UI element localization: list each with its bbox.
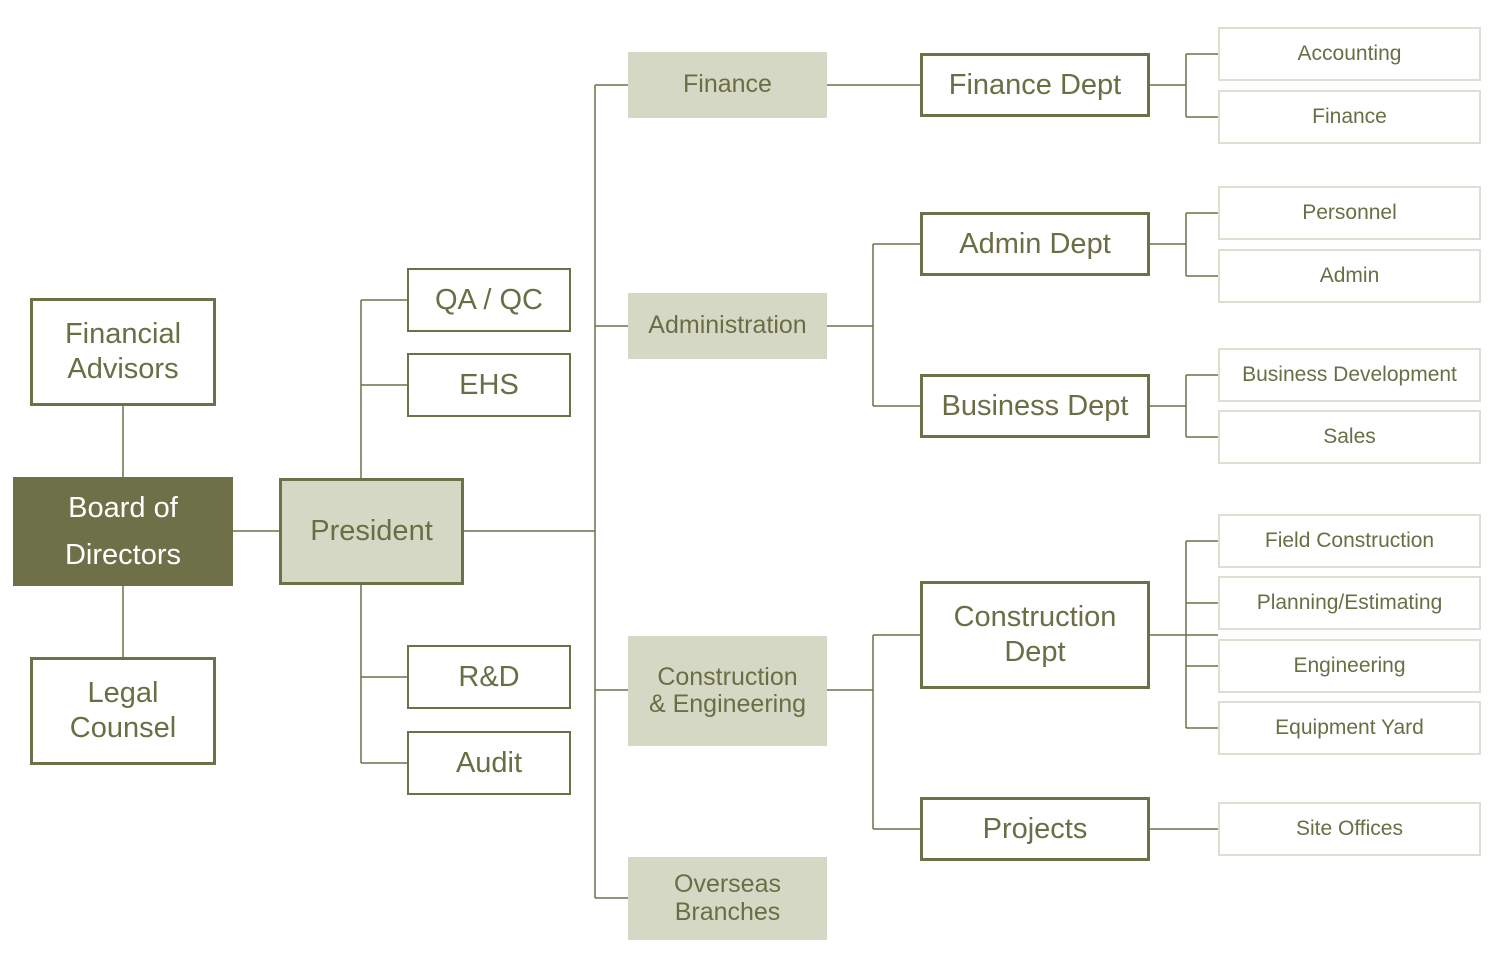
node-construction-engineering: Construction & Engineering xyxy=(628,636,827,746)
node-administration: Administration xyxy=(628,293,827,359)
node-admin: Admin xyxy=(1218,249,1481,303)
node-site-offices: Site Offices xyxy=(1218,802,1481,856)
node-legal-counsel: Legal Counsel xyxy=(30,657,216,765)
node-rnd: R&D xyxy=(407,645,571,709)
node-finance-unit: Finance xyxy=(1218,90,1481,144)
node-business-development: Business Development xyxy=(1218,348,1481,402)
node-personnel: Personnel xyxy=(1218,186,1481,240)
node-accounting: Accounting xyxy=(1218,27,1481,81)
node-field-construction: Field Construction xyxy=(1218,514,1481,568)
node-qa-qc: QA / QC xyxy=(407,268,571,332)
node-construction-dept: Construction Dept xyxy=(920,581,1150,689)
node-finance-dept: Finance Dept xyxy=(920,53,1150,117)
node-sales: Sales xyxy=(1218,410,1481,464)
node-president: President xyxy=(279,478,464,585)
node-admin-dept: Admin Dept xyxy=(920,212,1150,276)
node-financial-advisors: Financial Advisors xyxy=(30,298,216,406)
node-overseas-branches: Overseas Branches xyxy=(628,857,827,940)
node-equipment-yard: Equipment Yard xyxy=(1218,701,1481,755)
node-planning-estimating: Planning/Estimating xyxy=(1218,576,1481,630)
node-business-dept: Business Dept xyxy=(920,374,1150,438)
node-engineering: Engineering xyxy=(1218,639,1481,693)
node-board-of-directors: Board of Directors xyxy=(13,477,233,586)
node-finance: Finance xyxy=(628,52,827,118)
node-projects: Projects xyxy=(920,797,1150,861)
node-ehs: EHS xyxy=(407,353,571,417)
node-audit: Audit xyxy=(407,731,571,795)
